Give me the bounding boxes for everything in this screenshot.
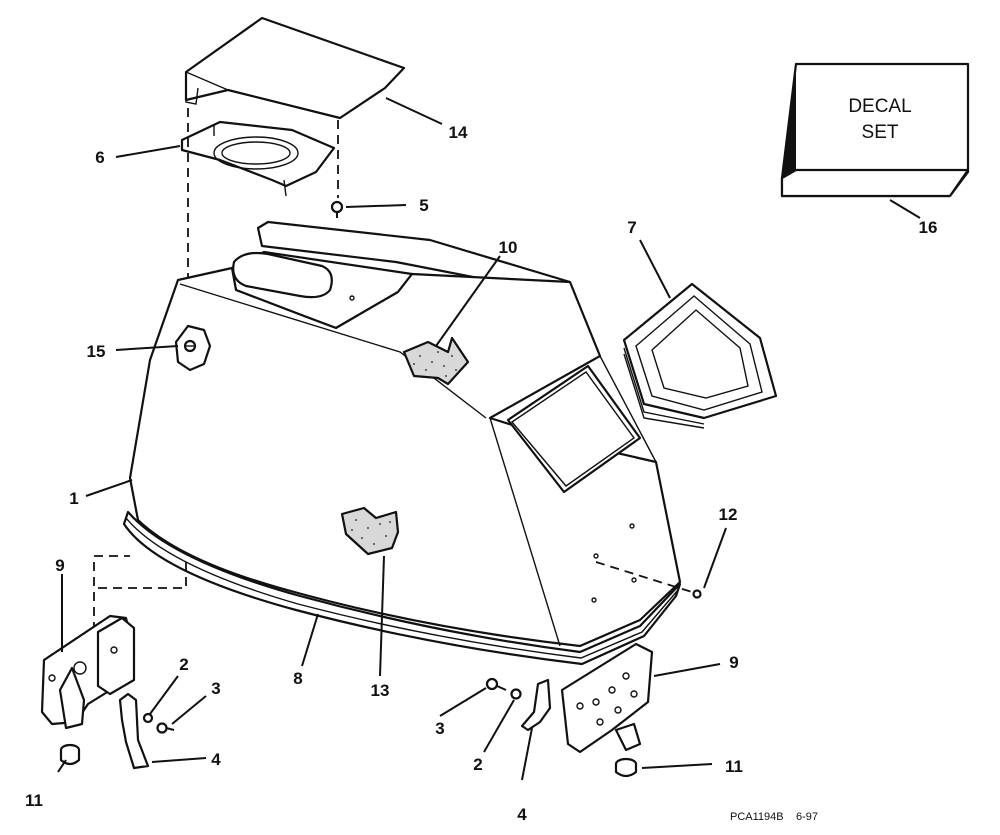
callout-4-right: 4 <box>517 805 527 824</box>
alignment-line <box>595 561 693 593</box>
callout-14: 14 <box>449 123 468 142</box>
callout-6: 6 <box>95 148 104 167</box>
callout-7: 7 <box>627 218 636 237</box>
rubber-mount-right-part <box>614 757 638 778</box>
engine-cover-part <box>128 220 682 648</box>
callout-11-right: 11 <box>725 757 743 776</box>
screw-left-part <box>156 722 175 734</box>
callout-2-left: 2 <box>179 655 188 674</box>
washer-left-part <box>142 712 154 724</box>
screw-part <box>692 589 702 599</box>
washer-right-part <box>510 688 522 700</box>
mounting-bracket-right-part <box>560 642 654 754</box>
callout-10: 10 <box>499 238 518 257</box>
clip-left-part <box>118 692 150 770</box>
leader-lines <box>57 97 921 781</box>
callout-13: 13 <box>371 681 390 700</box>
decal-set-box <box>780 62 970 198</box>
clip-right-part <box>520 678 552 732</box>
alignment-line <box>93 555 187 589</box>
callout-9-right: 9 <box>729 653 738 672</box>
callout-1: 1 <box>69 489 78 508</box>
callout-16: 16 <box>919 218 938 237</box>
callout-2-right: 2 <box>473 755 482 774</box>
callout-8: 8 <box>293 669 302 688</box>
figure-date: 6-97 <box>796 811 818 823</box>
callout-9-left: 9 <box>55 556 64 575</box>
callout-3-left: 3 <box>211 679 220 698</box>
seal-plate-part <box>180 120 336 197</box>
lower-seal-part <box>122 510 682 666</box>
decal-set-label-line2: SET <box>862 122 899 143</box>
screw-part <box>330 200 344 218</box>
rubber-mount-left-part <box>59 743 81 766</box>
callout-3-right: 3 <box>435 719 444 738</box>
callout-11-left: 11 <box>25 791 43 810</box>
callout-5: 5 <box>419 196 428 215</box>
mounting-bracket-left-part <box>40 614 136 730</box>
latch-knob-part <box>174 324 212 372</box>
decal-set-label-line1: DECAL <box>848 96 911 117</box>
window-grommet-part <box>622 282 778 429</box>
decal-arrow-part <box>402 336 470 386</box>
figure-code: PCA1194B <box>730 811 784 823</box>
decal-arrow-part <box>340 506 400 556</box>
callout-15: 15 <box>87 342 106 361</box>
callout-4-left: 4 <box>211 750 221 769</box>
callout-12: 12 <box>719 505 738 524</box>
screw-right-part <box>485 677 507 691</box>
access-cover-part <box>184 16 406 120</box>
